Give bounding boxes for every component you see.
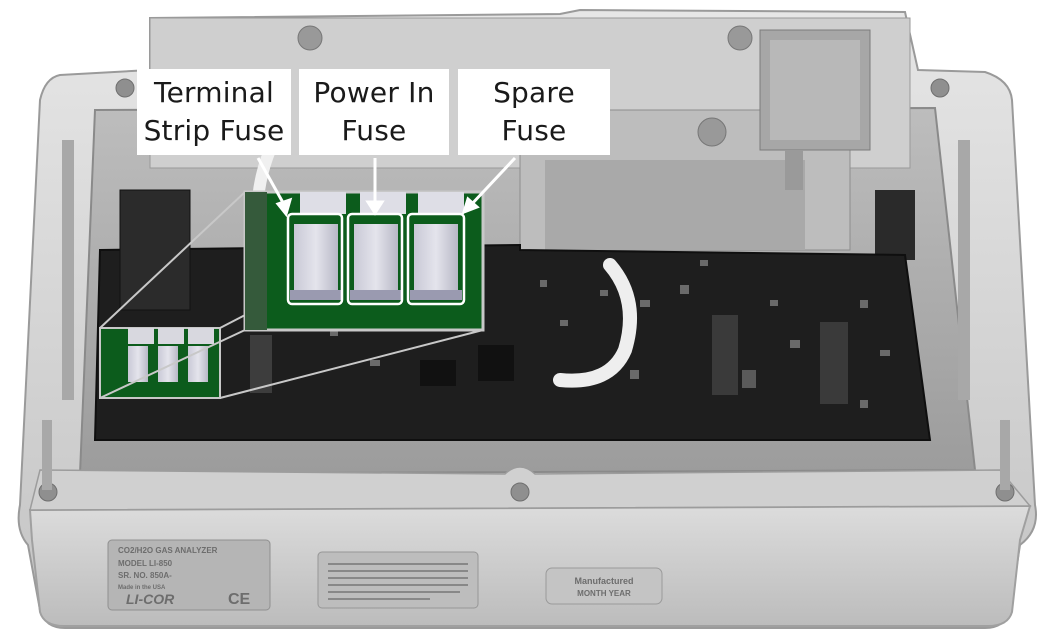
model-plate-serial: SR. NO. 850A- xyxy=(118,571,172,580)
block-bolt-3 xyxy=(697,117,727,147)
date-plate-line2: MONTH YEAR xyxy=(577,589,631,598)
block-bolt-1 xyxy=(297,25,323,51)
callout-terminal-strip-fuse-line2: Strip Fuse xyxy=(143,114,285,147)
inset-fuse-body-1 xyxy=(294,224,338,294)
enclosure-front-face xyxy=(28,504,1032,627)
side-rib-left-2 xyxy=(42,420,52,490)
pcb-connector-1 xyxy=(712,315,738,395)
callout-spare-fuse-line1: Spare xyxy=(493,76,575,109)
pcb-connector-2 xyxy=(820,322,848,404)
callout-arrows xyxy=(256,156,517,218)
ce-mark: CE xyxy=(228,591,251,608)
screw-hole-top-right xyxy=(930,78,950,98)
pcb-chip-2 xyxy=(420,360,456,386)
model-label-plate: CO2/H2O GAS ANALYZER MODEL LI-850 SR. NO… xyxy=(107,539,271,611)
inset-fuse-cap-3 xyxy=(418,192,464,214)
right-connector xyxy=(875,190,915,260)
side-rib-left-1 xyxy=(62,140,74,400)
model-plate-origin: Made in the USA xyxy=(118,585,166,591)
model-plate-model: MODEL LI-850 xyxy=(118,559,173,568)
model-plate-title: CO2/H2O GAS ANALYZER xyxy=(118,546,218,555)
side-rib-right-2 xyxy=(1000,420,1010,490)
spare-fuse-highlight xyxy=(406,212,466,306)
terminal-strip-fuse-highlight xyxy=(286,212,344,306)
date-plate-body xyxy=(545,567,663,605)
gas-fitting xyxy=(785,150,803,190)
inset-dark-edge xyxy=(245,192,267,330)
callout-terminal-strip-fuse-line1: Terminal xyxy=(154,76,274,109)
small-fuse-2 xyxy=(158,346,178,382)
side-rib-right-1 xyxy=(958,140,970,400)
fuse-zoom-inset xyxy=(243,190,485,332)
pcb-smd-components xyxy=(330,260,890,408)
pcb-chip-1 xyxy=(478,345,514,381)
callout-spare-fuse: Spare Fuse xyxy=(458,69,610,155)
detector-fins xyxy=(770,40,860,140)
callout-spare-fuse-line2: Fuse xyxy=(501,114,567,147)
warning-label-plate xyxy=(317,551,479,609)
callout-terminal-strip-fuse: Terminal Strip Fuse xyxy=(137,69,291,155)
inset-fuse-cap-1 xyxy=(300,192,346,214)
date-plate-line1: Manufactured xyxy=(574,576,633,586)
pcb-chip-4 xyxy=(742,370,756,388)
screw-hole-top-left xyxy=(115,78,135,98)
model-plate-body xyxy=(107,539,271,611)
block-bolt-2 xyxy=(727,25,753,51)
inset-fuse-base-2 xyxy=(350,290,402,300)
licor-logo: LI-COR xyxy=(126,591,175,607)
inset-fuse-body-3 xyxy=(414,224,458,294)
callout-power-in-fuse-line2: Fuse xyxy=(341,114,407,147)
warning-plate-text-lines xyxy=(328,563,468,600)
callout-power-in-fuse: Power In Fuse xyxy=(299,69,449,155)
left-terminal-block xyxy=(119,189,191,311)
inset-fuse-base-3 xyxy=(410,290,462,300)
gas-tube xyxy=(553,258,637,388)
manufactured-label-plate: Manufactured MONTH YEAR xyxy=(545,567,663,605)
callout-power-in-fuse-line1: Power In xyxy=(313,76,435,109)
enclosure-rim xyxy=(29,466,1032,511)
screw-hole-bottom-center xyxy=(510,482,530,502)
small-fuse-1 xyxy=(128,346,148,382)
warning-plate-body xyxy=(317,551,479,609)
pcb-chip-3 xyxy=(250,335,272,393)
fuse-area-small xyxy=(99,327,221,399)
center-block-face xyxy=(545,160,805,250)
inset-fuse-base-1 xyxy=(290,290,342,300)
inset-fuse-body-2 xyxy=(354,224,398,294)
